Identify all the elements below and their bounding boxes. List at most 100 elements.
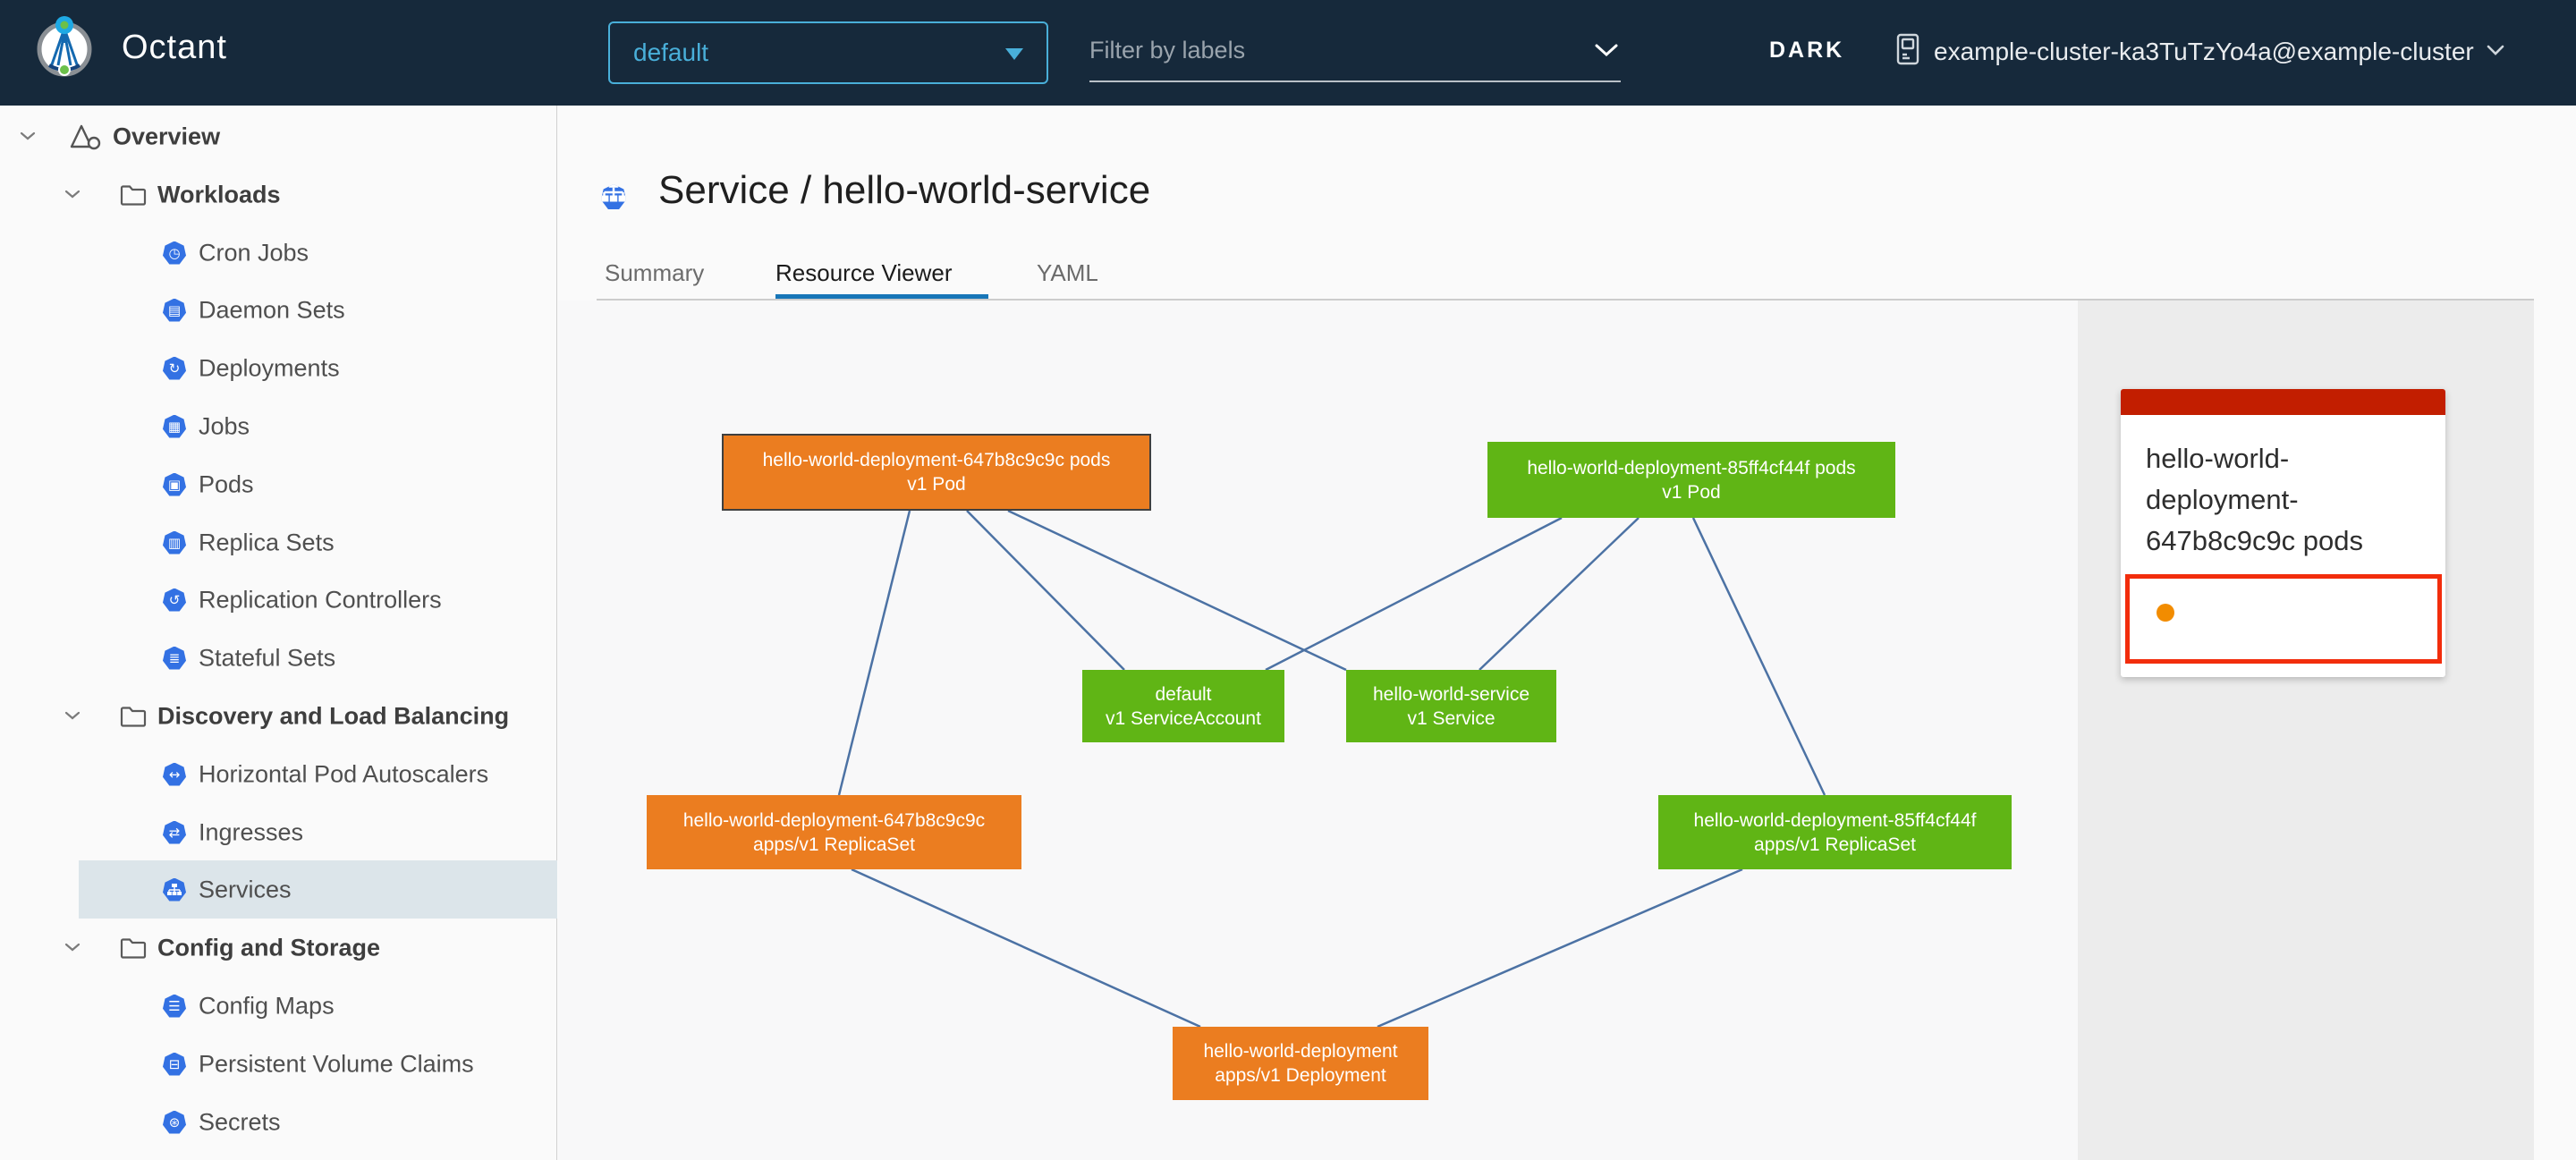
sidebar-item-pods[interactable]: ▣Pods [0,455,557,513]
app-title: Octant [122,29,227,66]
sidebar-item-jobs[interactable]: ▦ Jobs [0,397,557,455]
replication-controllers-icon: ↺ [163,588,186,612]
node-detail-panel: hello-world-deployment-647b8c9c9c pods [2078,301,2534,1160]
octant-logo-icon [30,11,98,79]
label-filter [1089,23,1621,82]
sidebar-item-label: Discovery and Load Balancing [157,702,510,729]
cron-jobs-icon: ◷ [163,241,186,265]
graph-node-replicaset-647b8c9c9c[interactable]: hello-world-deployment-647b8c9c9c apps/v1… [647,795,1021,869]
cluster-selector[interactable]: example-cluster-ka3TuTzYo4a@example-clus… [1894,32,2504,71]
sidebar-item-label: Workloads [157,181,281,207]
sidebar-item-overview[interactable]: Overview [0,107,557,165]
sidebar-item-daemon-sets[interactable]: ▤Daemon Sets [0,281,557,339]
graph-edge [1479,517,1640,671]
node-name: hello-world-deployment-647b8c9c9c [682,809,986,831]
graph-node-pod-85ff4cf44f[interactable]: hello-world-deployment-85ff4cf44f pods v1… [1487,442,1895,518]
sidebar-item-deployments[interactable]: ↻Deployments [0,339,557,397]
sidebar-item-label: Replication Controllers [199,586,442,613]
sidebar-item-label: Deployments [199,354,340,381]
sidebar-item-horizontal-pod-autoscalers[interactable]: ↔ Horizontal Pod Autoscalers [0,745,557,803]
chevron-down-icon[interactable] [20,129,36,145]
sidebar-item-label: Config and Storage [157,934,380,961]
chevron-down-icon[interactable] [64,708,80,724]
namespace-value: default [633,38,709,66]
graph-edge [837,510,911,796]
cluster-icon [1894,32,1921,71]
sidebar-item-label: Overview [113,123,221,149]
sidebar-item-label: Stateful Sets [199,644,336,671]
replica-sets-icon: ▥ [163,530,186,555]
tab-resource-viewer[interactable]: Resource Viewer [775,259,953,286]
node-kind: apps/v1 Deployment [1215,1065,1386,1086]
sidebar-item-secrets[interactable]: ⊛ Secrets [0,1093,557,1151]
filter-chevron-down-icon[interactable] [1594,43,1619,62]
node-kind: v1 Pod [907,474,966,495]
pod-status-dot[interactable] [2157,604,2174,622]
graph-node-replicaset-85ff4cf44f[interactable]: hello-world-deployment-85ff4cf44f apps/v1… [1658,795,2012,869]
sidebar-item-replica-sets[interactable]: ▥Replica Sets [0,513,557,572]
sidebar-item-workloads[interactable]: Workloads [0,165,557,224]
sidebar-item-stateful-sets[interactable]: ≣ Stateful Sets [0,629,557,687]
sidebar-item-replication-controllers[interactable]: ↺ Replication Controllers [0,571,557,629]
sidebar-item-persistent-volume-claims[interactable]: ⊟ Persistent Volume Claims [0,1035,557,1093]
active-tab-underline [775,294,988,301]
graph-edge [966,510,1125,671]
sidebar-item-services[interactable]: Services [79,860,557,919]
sidebar-item-label: Secrets [199,1108,281,1135]
tab-summary[interactable]: Summary [605,259,705,286]
selected-node-card: hello-world-deployment-647b8c9c9c pods [2121,389,2445,677]
folder-icon [120,184,147,206]
card-status-bar [2121,389,2445,415]
sidebar-item-label: Services [199,876,292,902]
jobs-icon: ▦ [163,414,186,438]
folder-icon [120,706,147,727]
sidebar-item-config-maps[interactable]: ☰Config Maps [0,977,557,1035]
sidebar-item-cron-jobs[interactable]: ◷Cron Jobs [0,224,557,282]
sidebar-item-label: Persistent Volume Claims [199,1050,474,1077]
node-kind: v1 Pod [1662,481,1721,503]
node-name: hello-world-deployment-647b8c9c9c pods [762,450,1111,470]
namespace-dropdown[interactable]: default [608,21,1048,84]
pod-status-box[interactable] [2125,574,2442,664]
persistent-volume-claims-icon: ⊟ [163,1052,186,1076]
dark-theme-toggle[interactable]: DARK [1724,32,1844,69]
sidebar-item-label: Jobs [199,412,250,439]
node-kind: v1 ServiceAccount [1106,707,1261,729]
overview-icon [68,123,102,151]
cluster-name: example-cluster-ka3TuTzYo4a@example-clus… [1934,37,2474,65]
node-kind: apps/v1 ReplicaSet [753,834,915,855]
secrets-icon: ⊛ [163,1110,186,1134]
node-name: hello-world-deployment-85ff4cf44f [1693,809,1977,831]
dark-toggle-label: DARK [1769,38,1845,63]
graph-node-pod-647b8c9c9c[interactable]: hello-world-deployment-647b8c9c9c pods v1… [722,434,1151,511]
sidebar-item-label: Horizontal Pod Autoscalers [199,760,489,787]
stateful-sets-icon: ≣ [163,646,186,670]
top-header-bar: Octant default DARK example-cluster-ka3T [0,0,2576,106]
sidebar-item-discovery-and-load-balancing[interactable]: Discovery and Load Balancing [0,687,557,745]
tab-yaml[interactable]: YAML [1037,259,1098,286]
ingresses-icon: ⇄ [163,820,186,844]
resource-viewer-graph: hello-world-deployment-647b8c9c9c pods h… [558,301,2534,1160]
node-name: default [1155,683,1212,705]
node-name: hello-world-deployment [1203,1041,1398,1062]
horizontal-pod-autoscalers-icon: ↔ [163,762,186,786]
service-resource-icon [601,172,626,217]
service-heptagon-icon [601,184,626,209]
sidebar-item-ingresses[interactable]: ⇄ Ingresses [0,803,557,861]
graph-edges [837,509,1826,1029]
sidebar-item-config-and-storage[interactable]: Config and Storage [0,919,557,977]
chevron-down-icon[interactable] [64,940,80,956]
node-kind: apps/v1 ReplicaSet [1754,834,1916,855]
sidebar-item-label: Ingresses [199,818,304,845]
chevron-down-icon[interactable] [64,187,80,203]
label-filter-input[interactable] [1089,23,1572,77]
page-title: Service / hello-world-service [658,168,1151,212]
graph-node-deployment-hello-world[interactable]: hello-world-deployment apps/v1 Deployment [1173,1027,1428,1100]
node-name: hello-world-service [1372,683,1530,705]
graph-edge [1377,868,1743,1029]
node-name: hello-world-deployment-85ff4cf44f pods [1527,457,1856,478]
